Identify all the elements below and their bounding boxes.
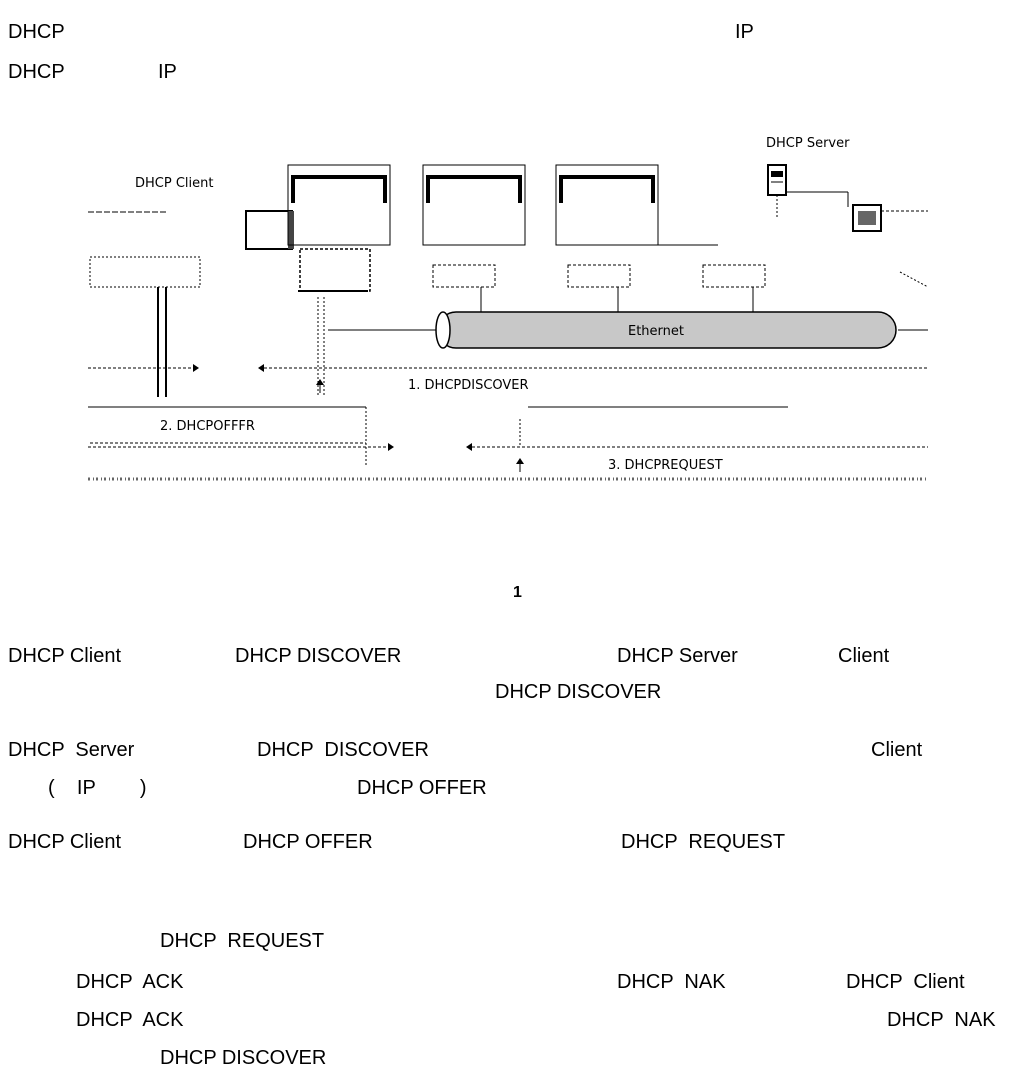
step4-text-c: DHCP NAK	[617, 970, 726, 994]
step2-text-c: Client	[871, 738, 922, 762]
step4-text-a: DHCP REQUEST	[160, 929, 324, 953]
step4-text-g: DHCP DISCOVER	[160, 1046, 326, 1070]
step4-text-d: DHCP Client	[846, 970, 965, 994]
step1-text-line2: DHCP DISCOVER	[495, 680, 661, 704]
dhcp-network-diagram: DHCP Server DHCP Client	[88, 107, 928, 543]
ethernet-label: Ethernet	[628, 324, 684, 339]
step2-text-a: DHCP Server	[8, 738, 134, 762]
step2-text-b: DHCP DISCOVER	[257, 738, 429, 762]
figure-caption: 1	[513, 583, 522, 603]
msg-discover-label: 1. DHCPDISCOVER	[408, 378, 529, 393]
step1-text-a: DHCP Client	[8, 644, 121, 668]
msg-offer-label: 2. DHCPOFFFR	[160, 419, 255, 434]
step4-text-e: DHCP ACK	[76, 1008, 183, 1032]
server-label: DHCP Server	[766, 136, 850, 151]
intro-line2-b: IP	[158, 60, 177, 84]
step2-text-d: ( IP )	[48, 776, 147, 800]
msg-request-label: 3. DHCPREQUEST	[608, 458, 723, 473]
step1-text-d: Client	[838, 644, 889, 668]
step4-text-f: DHCP NAK	[887, 1008, 996, 1032]
step1-text-b: DHCP DISCOVER	[235, 644, 401, 668]
step1-text-c: DHCP Server	[617, 644, 738, 668]
step2-text-e: DHCP OFFER	[357, 776, 487, 800]
intro-line2-a: DHCP	[8, 60, 65, 84]
step3-text-a: DHCP Client	[8, 830, 121, 854]
step3-text-c: DHCP REQUEST	[621, 830, 785, 854]
step3-text-b: DHCP OFFER	[243, 830, 373, 854]
client-label: DHCP Client	[135, 176, 213, 191]
intro-line1-right: IP	[735, 20, 754, 44]
intro-line1-left: DHCP	[8, 20, 65, 44]
step4-text-b: DHCP ACK	[76, 970, 183, 994]
